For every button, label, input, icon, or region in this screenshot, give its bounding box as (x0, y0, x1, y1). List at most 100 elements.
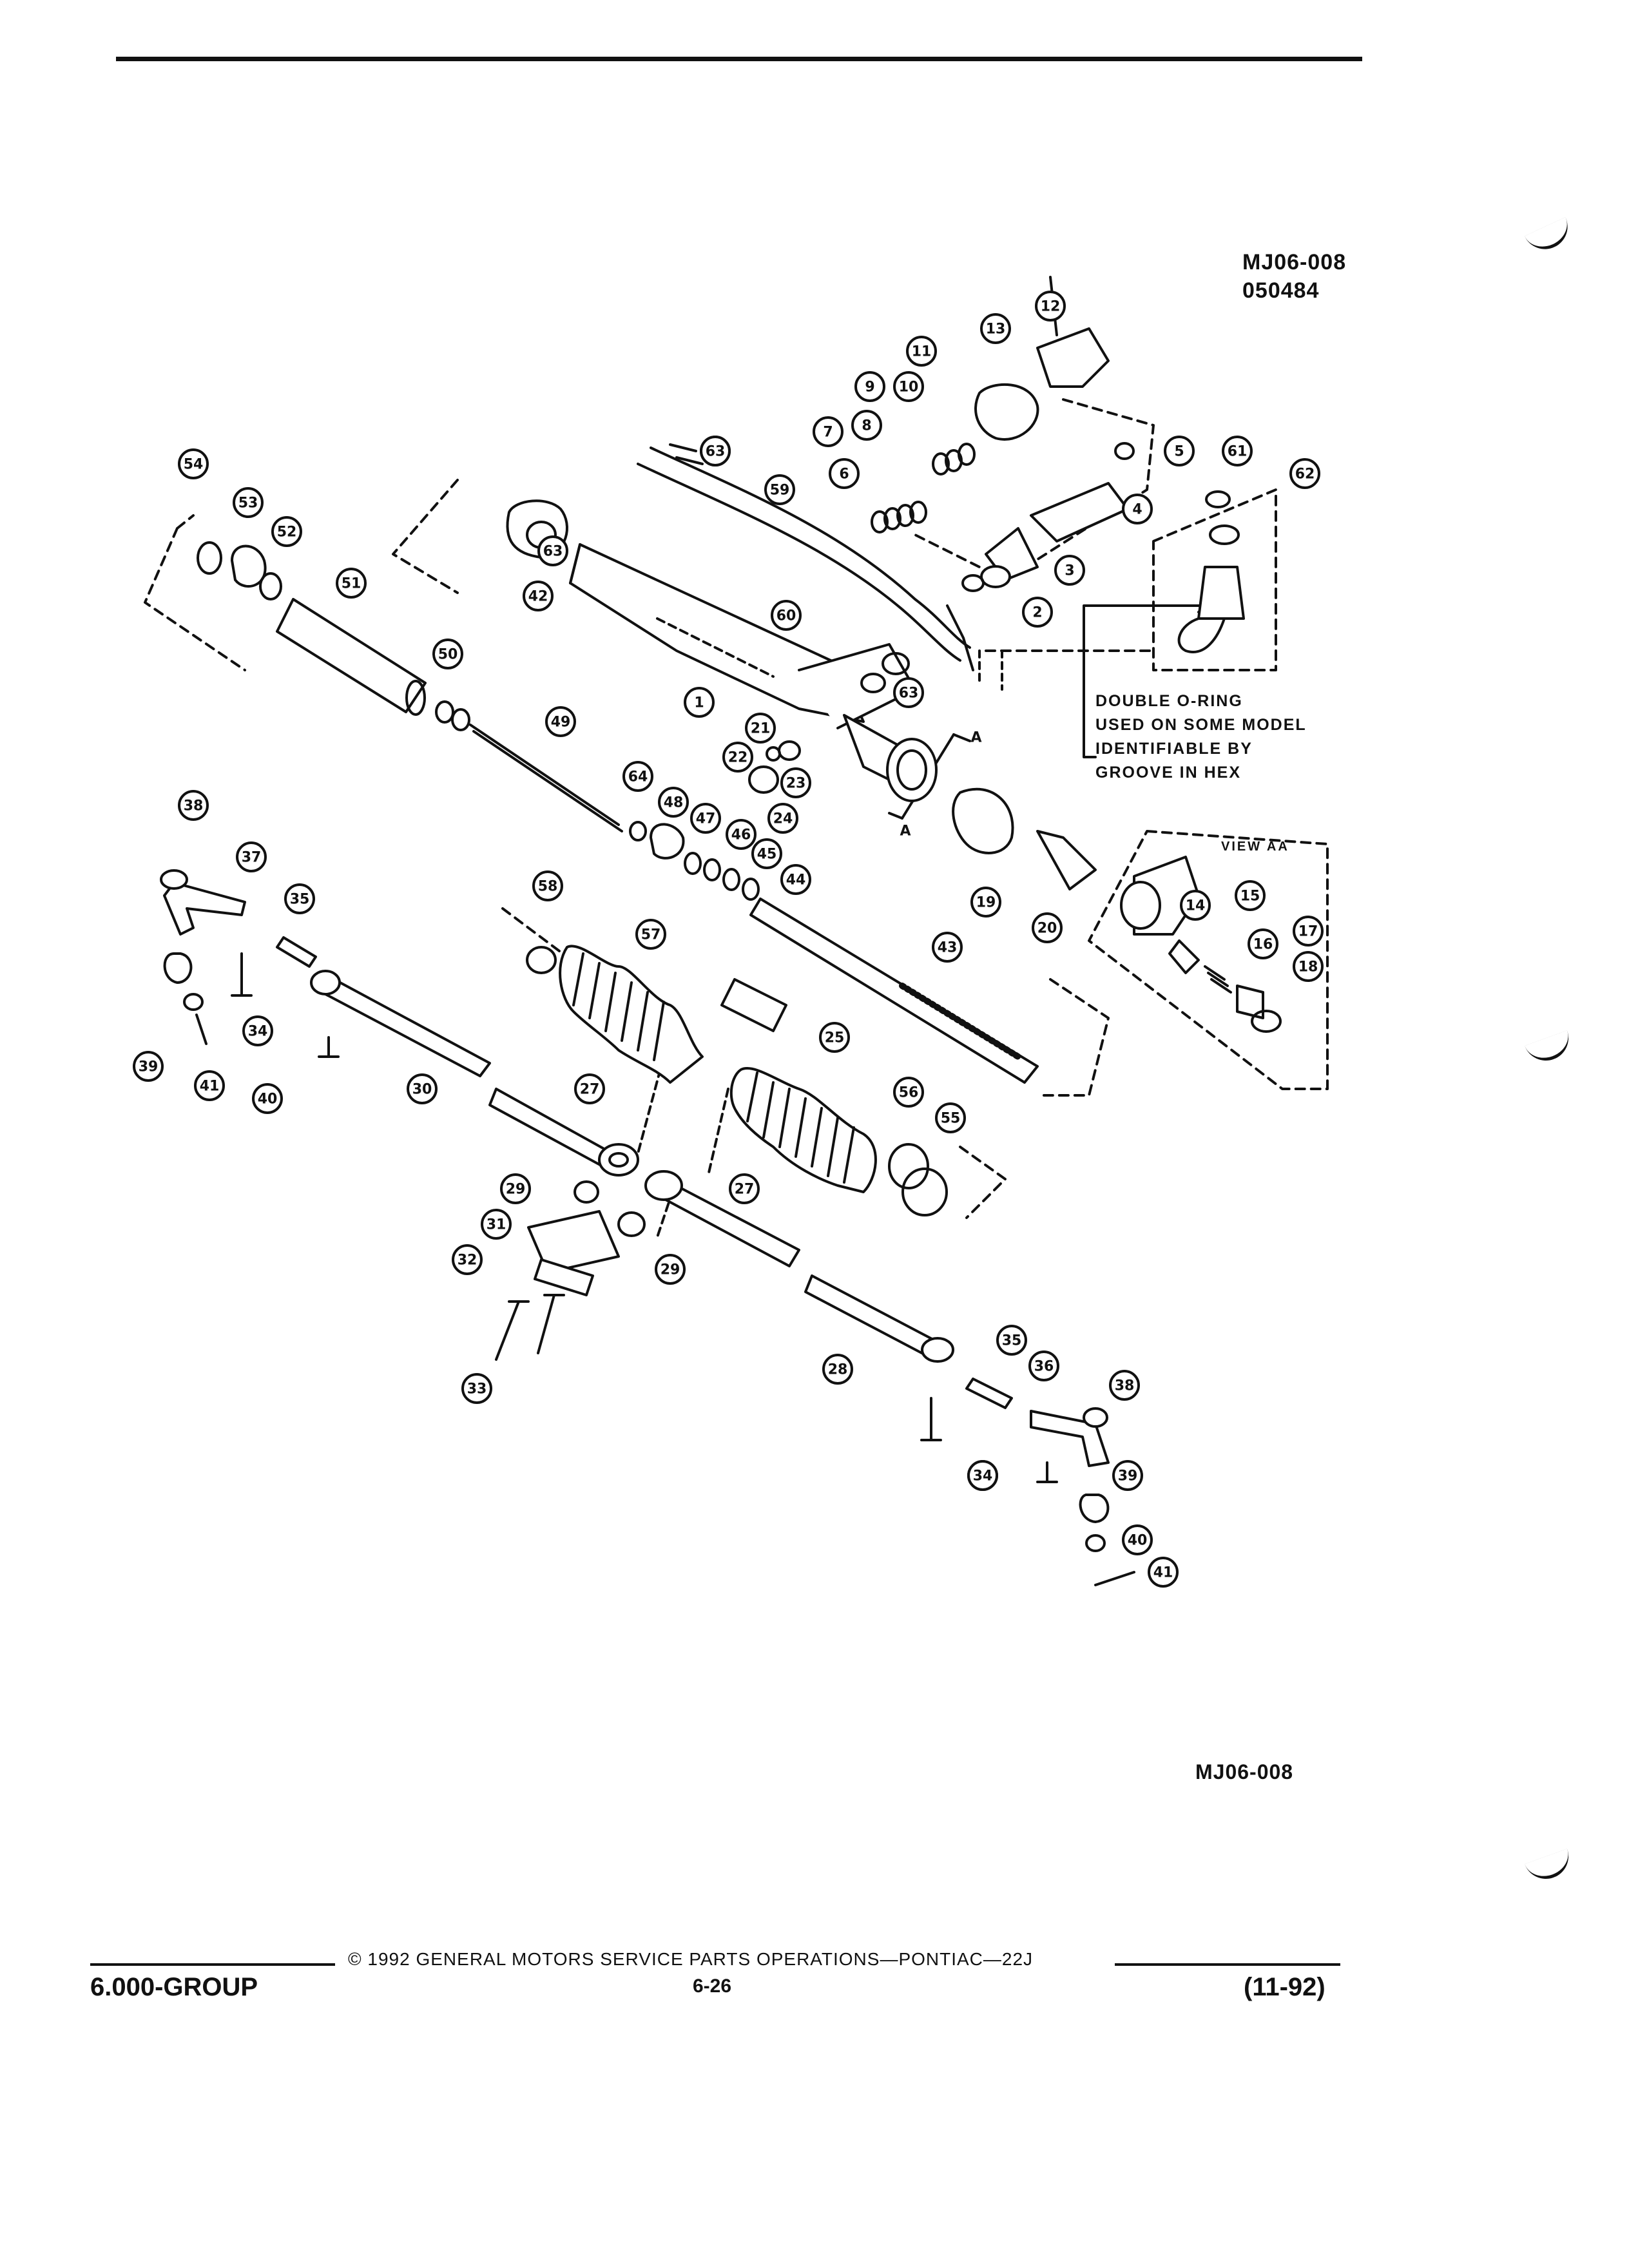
callout-number: 25 (825, 1030, 845, 1046)
callout-60: 60 (771, 600, 802, 631)
callout-number: 38 (1115, 1378, 1135, 1394)
callout-12: 12 (1035, 291, 1066, 322)
callout-25: 25 (819, 1022, 850, 1053)
callout-23: 23 (780, 767, 811, 798)
reference-code: MJ06-008 (1242, 250, 1347, 274)
callout-number: 35 (290, 892, 310, 908)
callout-53: 53 (233, 487, 264, 518)
callout-6: 6 (829, 458, 860, 489)
callout-48: 48 (658, 787, 689, 818)
dashed-boundary-left (144, 514, 246, 671)
section-mark-a-bottom: A (900, 823, 911, 840)
top-rule (116, 57, 1362, 61)
note-line: DOUBLE O-RING (1095, 692, 1243, 710)
callout-18: 18 (1293, 951, 1324, 982)
callout-35: 35 (284, 883, 315, 914)
callout-number: 8 (862, 418, 871, 434)
callout-5: 5 (1164, 436, 1195, 466)
callout-number: 6 (839, 466, 849, 483)
callout-number: 48 (664, 795, 684, 811)
callout-39: 39 (133, 1051, 164, 1082)
callout-40: 40 (252, 1083, 283, 1114)
callout-number: 43 (938, 940, 958, 956)
callout-number: 22 (728, 750, 748, 766)
dashed-boundary-view-aa (1088, 830, 1329, 1090)
callout-55: 55 (935, 1102, 966, 1133)
callout-number: 57 (641, 927, 661, 943)
callout-63: 63 (893, 677, 924, 708)
callout-58: 58 (532, 870, 563, 901)
callout-39: 39 (1112, 1460, 1143, 1491)
callout-13: 13 (980, 313, 1011, 344)
callout-number: 28 (828, 1362, 848, 1378)
callout-number: 4 (1132, 502, 1142, 518)
callout-61: 61 (1222, 436, 1253, 466)
callout-number: 40 (258, 1091, 278, 1108)
dashed-box-fitting (1152, 488, 1277, 671)
footer-date: (11-92) (1244, 1973, 1325, 2001)
footer-page-number: 6-26 (693, 1975, 732, 1997)
callout-11: 11 (906, 336, 937, 367)
double-o-ring-note: DOUBLE O-RING USED ON SOME MODEL IDENTIF… (1095, 689, 1366, 785)
callout-number: 11 (912, 344, 932, 360)
callout-number: 56 (899, 1085, 919, 1101)
callout-number: 13 (986, 322, 1006, 338)
callout-number: 30 (412, 1082, 432, 1098)
callout-63: 63 (700, 436, 731, 466)
callout-7: 7 (813, 416, 843, 447)
callout-number: 61 (1228, 444, 1248, 460)
callout-number: 27 (735, 1182, 755, 1198)
callout-36: 36 (1028, 1350, 1059, 1381)
callout-number: 39 (1118, 1468, 1138, 1485)
callout-number: 9 (865, 380, 874, 396)
callout-46: 46 (726, 819, 757, 850)
callout-45: 45 (751, 838, 782, 869)
callout-38: 38 (1109, 1370, 1140, 1401)
callout-34: 34 (967, 1460, 998, 1491)
callout-number: 63 (899, 686, 919, 702)
callout-64: 64 (622, 761, 653, 792)
callout-number: 20 (1037, 921, 1057, 937)
callout-number: 49 (551, 715, 571, 731)
callout-63: 63 (537, 535, 568, 566)
callout-21: 21 (745, 713, 776, 744)
callout-number: 29 (506, 1182, 526, 1198)
callout-50: 50 (432, 639, 463, 669)
callout-47: 47 (690, 803, 721, 834)
callout-number: 12 (1041, 299, 1061, 315)
callout-15: 15 (1235, 880, 1266, 911)
callout-number: 1 (694, 695, 704, 711)
figure-code: MJ06-008 (1195, 1760, 1294, 1783)
callout-34: 34 (242, 1015, 273, 1046)
callout-1: 1 (684, 687, 715, 718)
callout-number: 16 (1253, 937, 1273, 953)
callout-28: 28 (822, 1354, 853, 1385)
callout-33: 33 (461, 1373, 492, 1404)
callout-19: 19 (970, 887, 1001, 918)
callout-number: 47 (696, 811, 716, 827)
callout-number: 18 (1298, 959, 1318, 975)
callout-number: 41 (1153, 1565, 1173, 1581)
callout-number: 2 (1032, 605, 1042, 621)
callout-number: 58 (538, 879, 558, 895)
callout-30: 30 (407, 1073, 438, 1104)
callout-56: 56 (893, 1077, 924, 1108)
callout-number: 59 (770, 483, 790, 499)
callout-22: 22 (722, 742, 753, 773)
callout-number: 53 (238, 495, 258, 512)
callout-32: 32 (452, 1244, 483, 1275)
callout-62: 62 (1289, 458, 1320, 489)
callout-40: 40 (1122, 1524, 1153, 1555)
callout-number: 45 (757, 847, 777, 863)
callout-number: 34 (248, 1024, 268, 1040)
callout-number: 19 (976, 895, 996, 911)
callout-8: 8 (851, 410, 882, 441)
callout-number: 38 (184, 798, 204, 814)
callout-number: 3 (1065, 563, 1074, 579)
callout-24: 24 (767, 803, 798, 834)
callout-number: 63 (543, 544, 563, 560)
callout-41: 41 (194, 1070, 225, 1101)
callout-number: 24 (773, 811, 793, 827)
callout-20: 20 (1032, 912, 1063, 943)
